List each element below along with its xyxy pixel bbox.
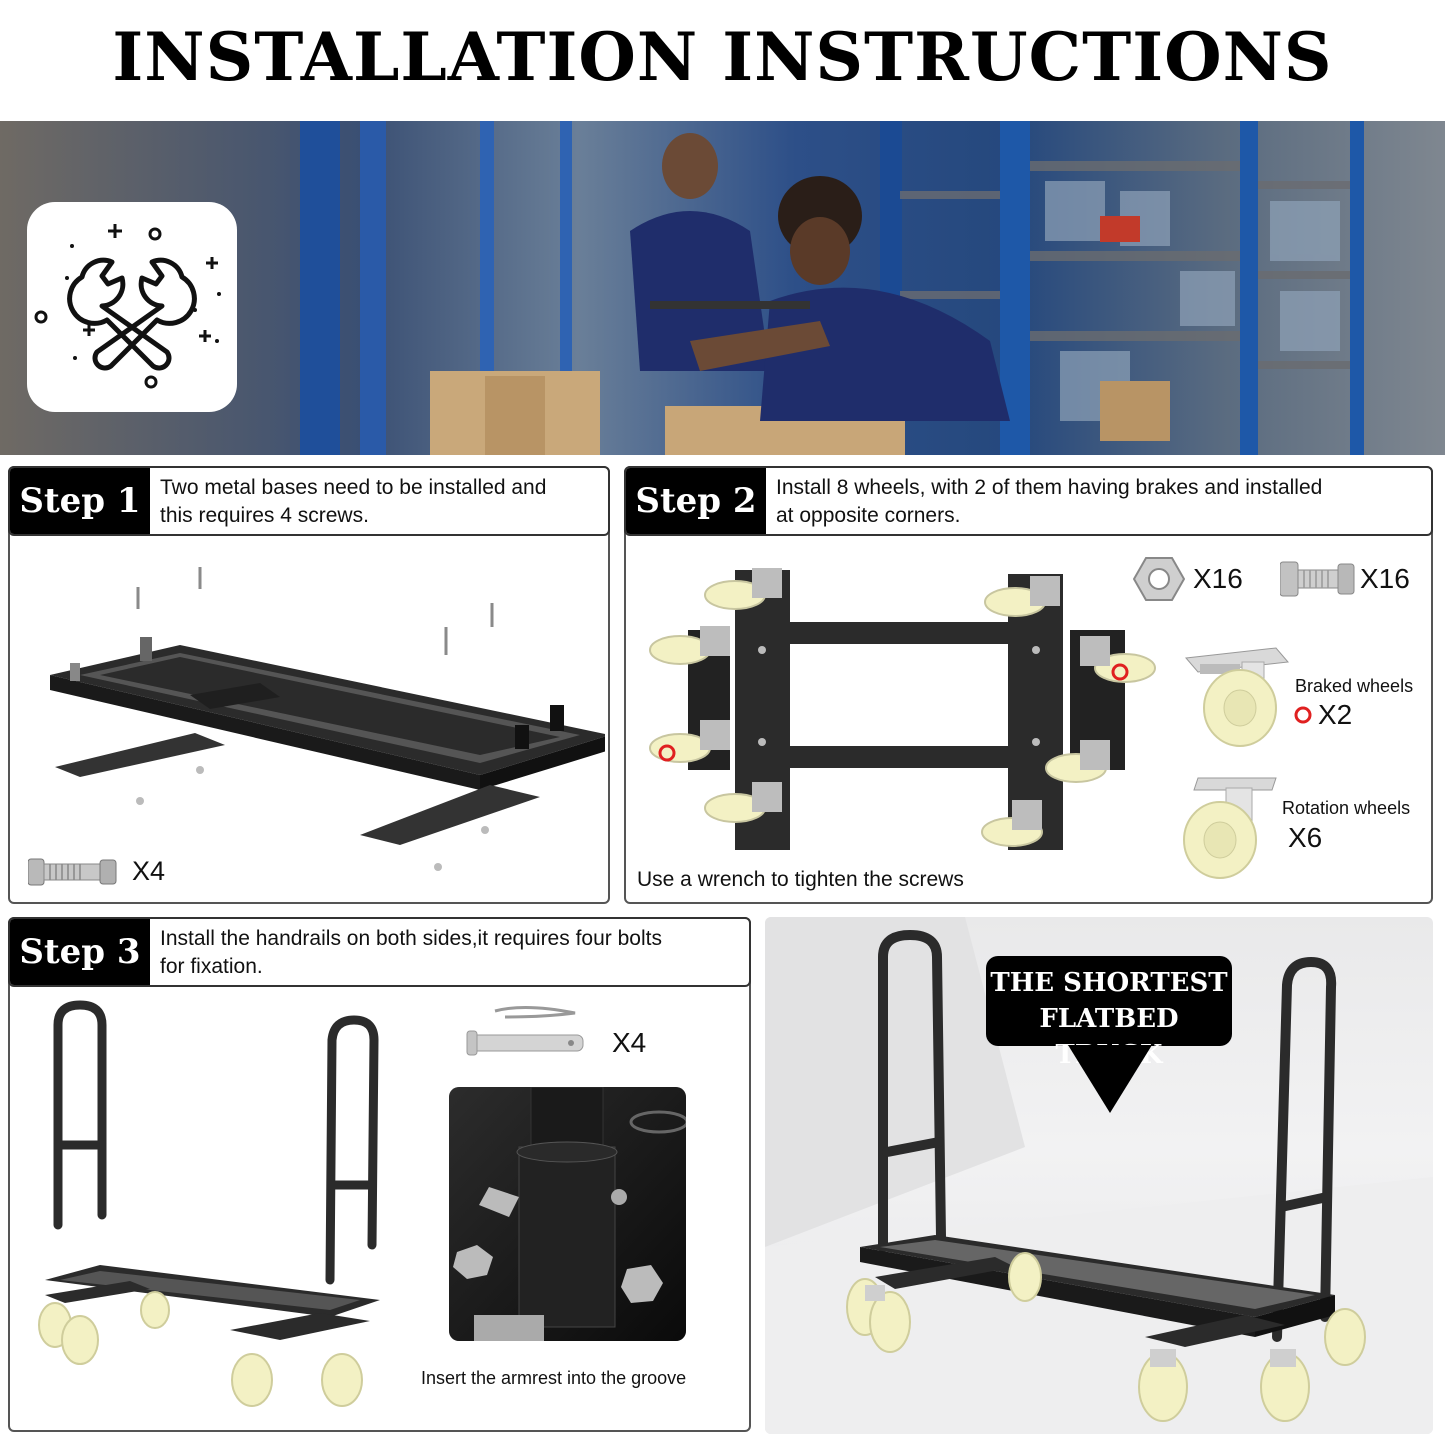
step1-instructions: Two metal bases need to be installed and…	[160, 474, 605, 530]
rotation-wheels-label: Rotation wheels	[1282, 798, 1411, 818]
callout-arrow-icon	[1068, 1045, 1152, 1113]
bolt-icon	[28, 858, 117, 886]
step3-label: Step 3	[10, 919, 150, 985]
step2-text-line1: Install 8 wheels, with 2 of them having …	[776, 476, 1323, 499]
step1-text-line2: this requires 4 screws.	[160, 504, 369, 527]
step1-label: Step 1	[10, 468, 150, 534]
bolt-icon	[1280, 561, 1355, 597]
step2-text-line2: at opposite corners.	[776, 504, 961, 527]
wrench-cross-icon	[34, 224, 221, 389]
rotation-wheel-image	[1183, 777, 1277, 879]
step2-header: Step 2 Install 8 wheels, with 2 of them …	[624, 466, 1433, 536]
braked-wheels-label: Braked wheels	[1295, 676, 1414, 696]
step3-text-line1: Install the handrails on both sides,it r…	[160, 927, 662, 950]
step1-base-diagram	[50, 567, 605, 871]
step3-handrail-diagram	[38, 1000, 380, 1407]
shortest-truck-callout: THE SHORTEST FLATBED TRUCK	[986, 956, 1232, 1070]
step3-pin-qty: X4	[612, 1027, 647, 1058]
callout-line1: THE SHORTEST	[990, 968, 1228, 998]
brake-marker-icon	[1111, 663, 1129, 681]
step3-instructions: Install the handrails on both sides,it r…	[160, 925, 749, 981]
step1-screw-qty: X4	[132, 856, 166, 886]
step2-footer-note: Use a wrench to tighten the screws	[637, 868, 964, 891]
step2-label: Step 2	[626, 468, 766, 534]
hero-photo	[0, 121, 1445, 455]
braked-wheels-qty: X2	[1318, 699, 1353, 730]
step1-text-line1: Two metal bases need to be installed and	[160, 476, 547, 499]
step1-header: Step 1 Two metal bases need to be instal…	[8, 466, 610, 536]
brake-marker-icon	[1294, 706, 1312, 724]
rotation-wheels-qty: X6	[1288, 822, 1323, 853]
groove-caption: Insert the armrest into the groove	[421, 1368, 687, 1388]
step2-instructions: Install 8 wheels, with 2 of them having …	[776, 474, 1426, 530]
braked-wheel-image	[1185, 647, 1289, 747]
pin-bolt-icon	[466, 1005, 584, 1056]
brake-marker-icon	[658, 744, 676, 762]
tool-badge	[27, 202, 237, 412]
step3-header: Step 3 Install the handrails on both sid…	[8, 917, 751, 987]
step2-nut-qty: X16	[1193, 563, 1243, 594]
step3-text-line2: for fixation.	[160, 955, 263, 978]
nut-icon	[1133, 557, 1185, 601]
step2-bolt-qty: X16	[1360, 563, 1410, 594]
page-title: INSTALLATION INSTRUCTIONS	[112, 18, 1333, 96]
groove-closeup-photo	[449, 1087, 686, 1341]
step2-wheel-diagram	[649, 568, 1156, 850]
